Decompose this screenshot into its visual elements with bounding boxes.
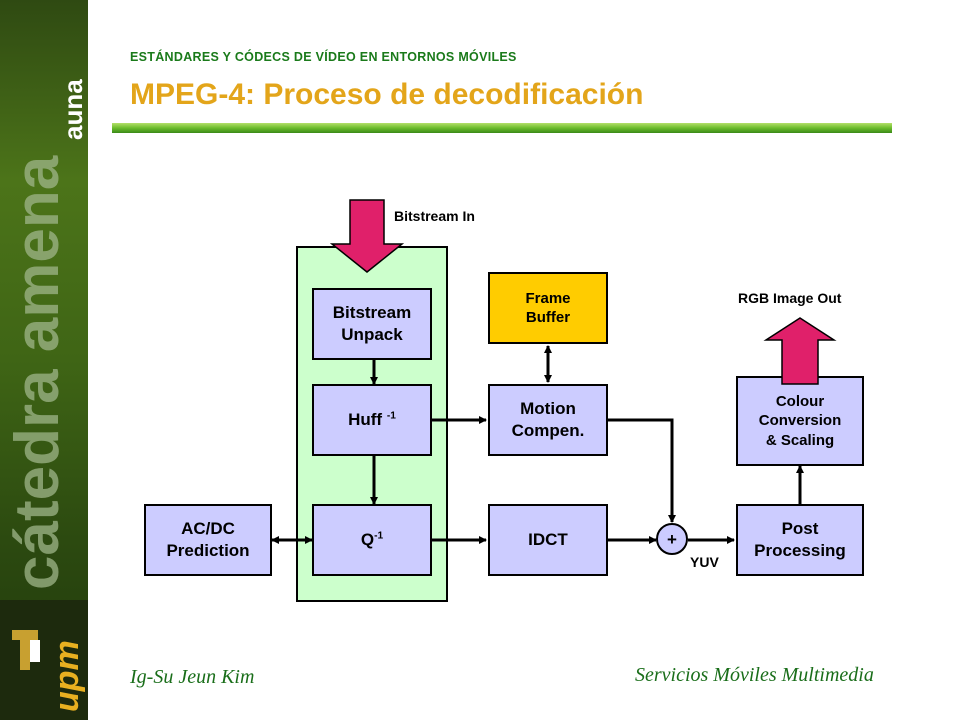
rgb-image-out-label: RGB Image Out <box>738 290 842 306</box>
motion-line1: Motion <box>520 398 576 418</box>
huff-label: Huff <box>348 409 383 429</box>
sidebar-branding: cátedra amena auna upm <box>0 0 88 720</box>
motion-to-sum-arrow <box>608 418 676 523</box>
idct-label: IDCT <box>528 529 568 549</box>
acdc-line2: Prediction <box>166 541 250 560</box>
upm-logo-block: upm <box>0 600 88 720</box>
motion-line2: Compen. <box>511 421 585 440</box>
acdc-line1: AC/DC <box>181 518 235 538</box>
colour-line3: & Scaling <box>765 431 835 449</box>
bitstream-in-label: Bitstream In <box>394 208 475 224</box>
post-line2: Processing <box>754 541 846 560</box>
footer-author: Ig-Su Jeun Kim <box>130 666 255 688</box>
colour-line1: Colour <box>775 392 825 410</box>
slide-subtitle: ESTÁNDARES Y CÓDECS DE VÍDEO EN ENTORNOS… <box>130 50 517 64</box>
rgb-image-out-arrow <box>763 317 837 385</box>
frame-line2: Buffer <box>525 309 571 326</box>
catedra-amena-logo: cátedra amena auna <box>3 79 88 590</box>
q-sup: -1 <box>374 530 384 542</box>
upm-logo-text: upm <box>48 640 86 712</box>
idct-block: IDCT <box>488 504 608 576</box>
unpack-line2: Unpack <box>341 325 403 344</box>
bitstream-in-arrow <box>329 199 405 273</box>
slide-title: MPEG-4: Proceso de decodificación <box>130 78 644 111</box>
unpack-line1: Bitstream <box>332 302 412 322</box>
huff-sup: -1 <box>386 410 396 422</box>
colour-line2: Conversion <box>758 412 842 430</box>
huffman-decode-block: Huff -1 <box>312 384 432 456</box>
frame-line1: Frame <box>525 289 571 307</box>
acdc-prediction-block: AC/DC Prediction <box>144 504 272 576</box>
sum-symbol: + <box>667 530 677 549</box>
inverse-quant-block: Q-1 <box>312 504 432 576</box>
q-label: Q <box>360 529 375 549</box>
footer-course: Servicios Móviles Multimedia <box>635 664 874 686</box>
yuv-label: YUV <box>690 554 719 570</box>
post-line1: Post <box>781 518 819 538</box>
sum-node <box>656 523 688 555</box>
brand-sub-text: auna <box>58 79 88 140</box>
title-rule <box>112 123 892 133</box>
upm-logo-icon: upm <box>12 630 86 712</box>
brand-text: cátedra amena <box>3 155 72 590</box>
